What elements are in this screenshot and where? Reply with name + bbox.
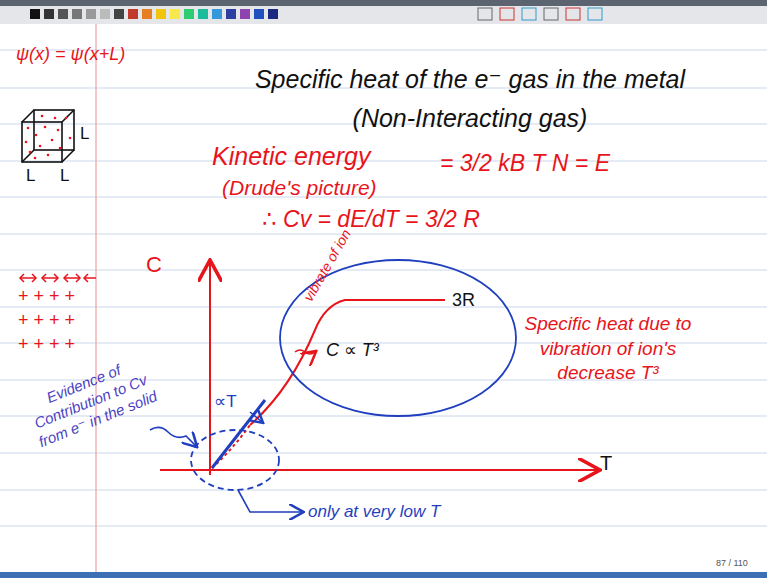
kinetic-energy-label: Kinetic energy	[212, 142, 370, 171]
slide-title: Specific heat of the e⁻ gas in the metal…	[250, 60, 690, 138]
ion-row: + + + +	[18, 310, 75, 331]
page-number: 87 / 110	[716, 558, 748, 568]
plateau-label: 3R	[452, 290, 475, 311]
energy-equation: = 3/2 kB T N = E	[440, 150, 610, 176]
low-t-note: only at very low T	[308, 502, 440, 522]
boundary-condition: ψ(x) = ψ(x+L)	[16, 44, 125, 65]
axis-label: T	[600, 452, 612, 475]
linear-label: ∝T	[214, 392, 237, 412]
cv-equation: ∴ Cv = dE/dT = 3/2 R	[262, 206, 480, 232]
cube-edge-label: L	[80, 124, 89, 144]
cube-edge-label: L	[60, 166, 69, 186]
phonon-note: Specific heat due to vibration of ion's …	[518, 312, 698, 386]
drude-label: (Drude's picture)	[222, 176, 377, 200]
ion-row: + + + +	[18, 334, 75, 355]
t-cubed-label: C ∝ T³	[326, 340, 379, 361]
cube-edge-label: L	[26, 166, 35, 186]
curve-note: vibrate of ion	[300, 227, 354, 304]
evidence-note: Evidence of Contribution to Cv from e⁻ i…	[20, 351, 162, 452]
ion-row: + + + +	[18, 286, 75, 307]
axis-label: C	[146, 252, 162, 277]
